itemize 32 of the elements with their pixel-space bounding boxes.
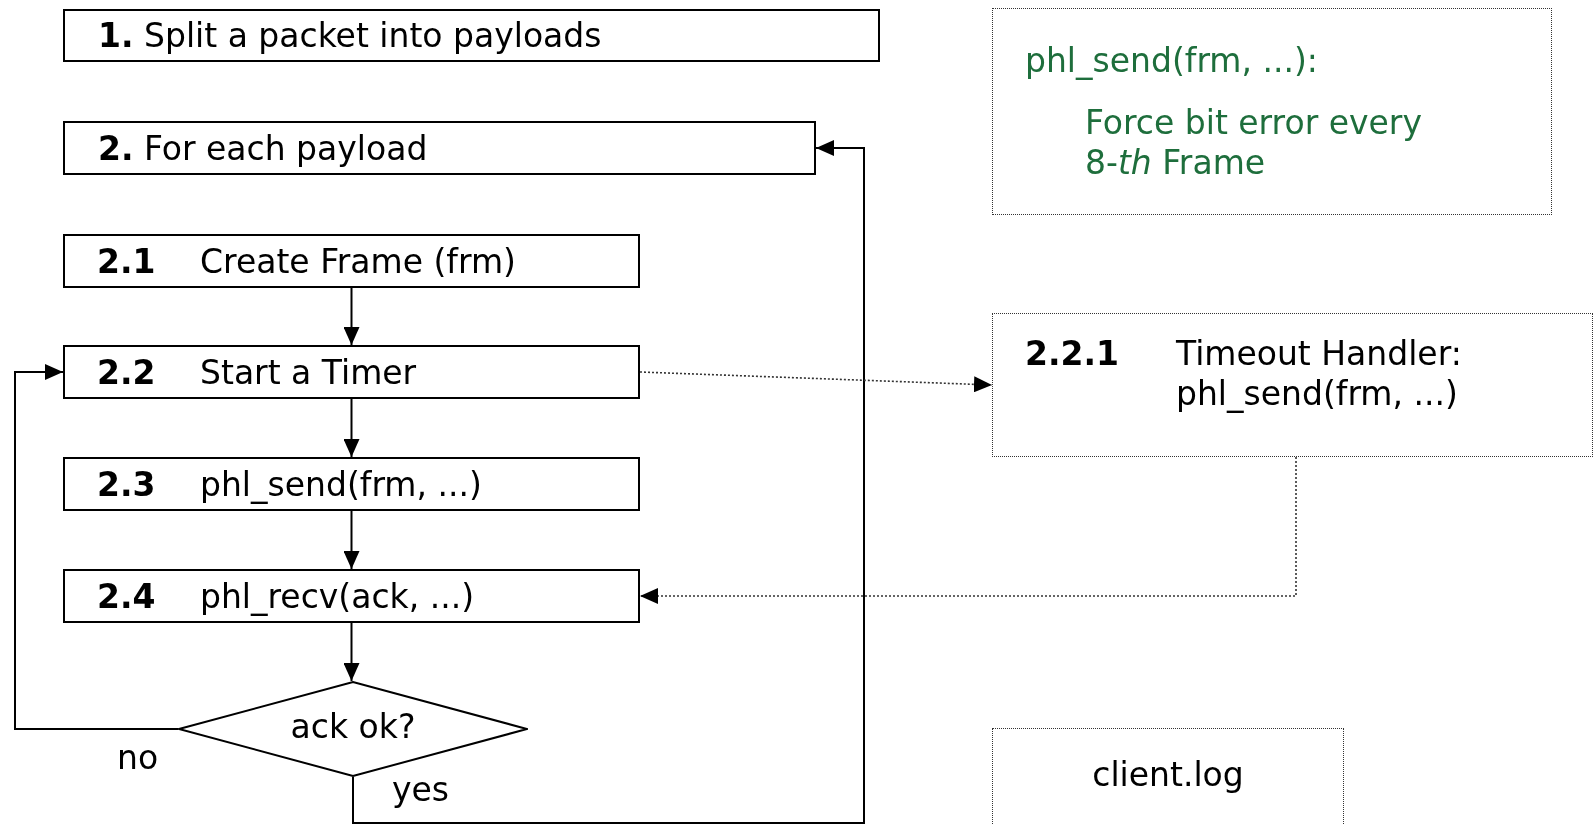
process-box bbox=[63, 234, 640, 288]
step-text: 1. Split a packet into payloads bbox=[98, 16, 602, 56]
note-box bbox=[992, 8, 1552, 215]
note-box bbox=[992, 728, 1344, 825]
step-number: 2.2 bbox=[97, 353, 156, 393]
process-box bbox=[63, 569, 640, 623]
arrow bbox=[352, 140, 865, 824]
arrow bbox=[343, 510, 360, 570]
step-text: Start a Timer bbox=[200, 353, 417, 393]
arrow bbox=[343, 622, 360, 682]
step-text: phl_send(frm, ...): bbox=[1025, 41, 1318, 81]
arrow bbox=[14, 364, 179, 730]
process-box bbox=[63, 457, 640, 511]
step-text: 2. For each payload bbox=[98, 129, 428, 169]
step-text: client.log bbox=[1091, 755, 1245, 795]
step-number: 2.1 bbox=[97, 242, 156, 282]
step-text: ack ok? bbox=[289, 707, 417, 747]
step-text: Force bit error every 8-th Frame bbox=[1085, 103, 1423, 183]
note-box bbox=[992, 313, 1593, 457]
step-number: 2.3 bbox=[97, 465, 156, 505]
dotted-arrow bbox=[639, 456, 1297, 604]
step-text: phl_send(frm, ...) bbox=[200, 465, 482, 505]
step-text: phl_recv(ack, ...) bbox=[200, 577, 475, 617]
arrow bbox=[343, 287, 360, 346]
arrow bbox=[343, 398, 360, 458]
step-number: 2.2.1 bbox=[1025, 334, 1119, 374]
process-box bbox=[63, 121, 816, 175]
process-box bbox=[63, 345, 640, 399]
step-number: 2.4 bbox=[97, 577, 156, 617]
step-text: Timeout Handler: phl_send(frm, ...) bbox=[1176, 334, 1463, 414]
step-text: Create Frame (frm) bbox=[200, 242, 516, 282]
process-box bbox=[63, 9, 880, 62]
